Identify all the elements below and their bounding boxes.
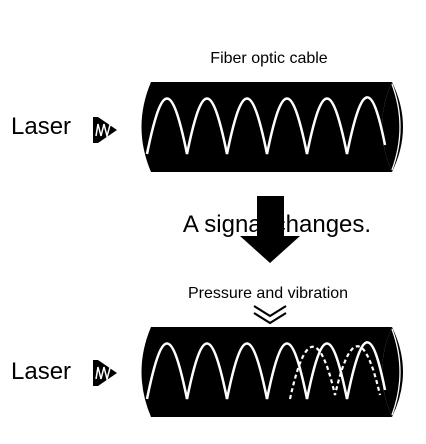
cable-title: Fiber optic cable [210, 50, 328, 67]
fiber-cable-top [141, 82, 403, 172]
pressure-vibration-label: Pressure and vibration [187, 285, 349, 302]
signal-changes-label: A signal changes. [182, 211, 372, 238]
laser-label-bottom: Laser [11, 358, 72, 385]
laser-label-top: Laser [11, 113, 72, 140]
fiber-cable-bottom [141, 327, 403, 417]
laser-emitter-icon [93, 360, 117, 386]
double-chevron-down-icon [253, 305, 287, 325]
laser-emitter-icon [93, 117, 117, 143]
down-arrow-icon [240, 196, 300, 263]
